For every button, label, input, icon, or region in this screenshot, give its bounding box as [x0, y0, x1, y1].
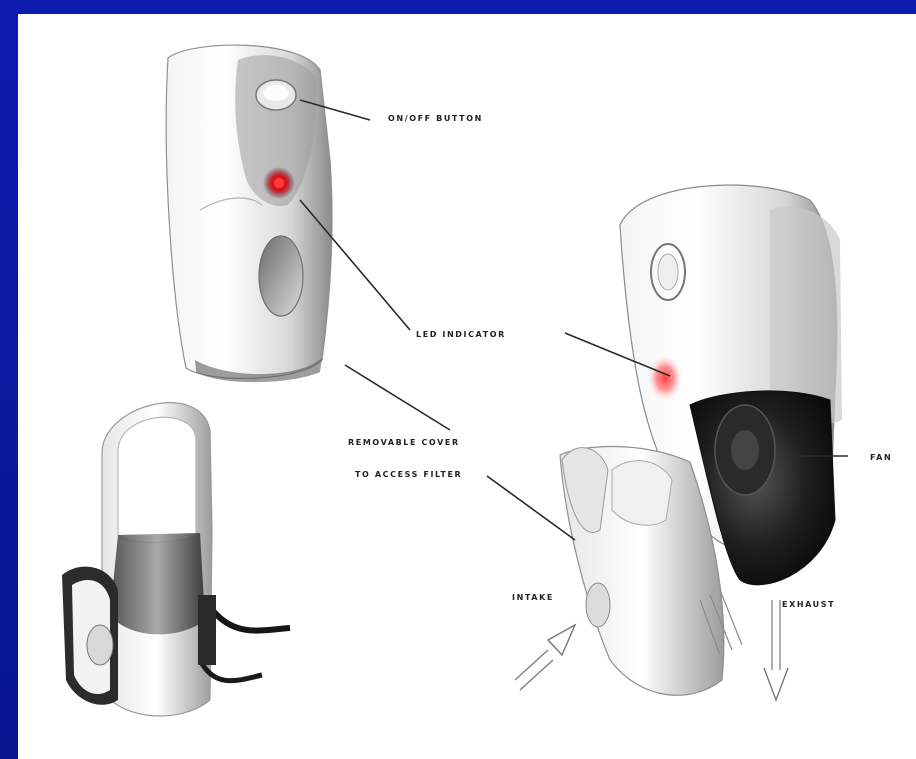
- label-removable-cover-line2: TO ACCESS FILTER: [355, 470, 462, 479]
- label-fan: FAN: [870, 453, 892, 462]
- leader-cover-bottom: [487, 476, 575, 540]
- exhaust-arrow: [764, 600, 788, 700]
- label-removable-cover-line1: REMOVABLE COVER: [348, 438, 460, 447]
- front-view-device: [166, 45, 332, 382]
- label-exhaust: EXHAUST: [782, 600, 835, 609]
- exploded-view-device: [560, 185, 842, 695]
- intake-arrow: [515, 625, 575, 690]
- leader-cover-top: [345, 365, 450, 430]
- label-intake: INTAKE: [512, 593, 554, 602]
- label-led-indicator: LED INDICATOR: [416, 330, 506, 339]
- front-grille: [259, 236, 303, 316]
- label-on-off-button: ON/OFF BUTTON: [388, 114, 483, 123]
- side-view-device: [62, 403, 290, 716]
- led-light-right: [647, 354, 683, 402]
